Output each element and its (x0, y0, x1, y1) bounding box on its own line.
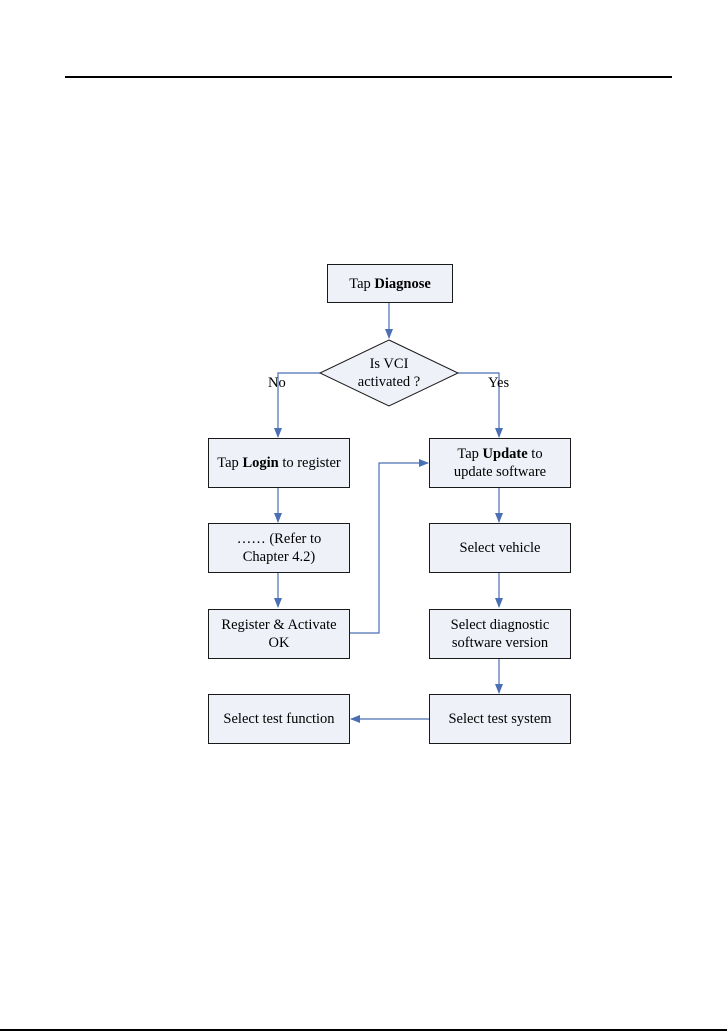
refer-box: …… (Refer to Chapter 4.2) (208, 523, 350, 573)
decision-label: Is VCI activated ? (332, 355, 446, 391)
arrow-register-to-update (349, 463, 428, 633)
start-box-tap-diagnose: Tap Diagnose (327, 264, 453, 303)
select-function-box: Select test function (208, 694, 350, 744)
branch-label-no: No (268, 375, 286, 392)
select-system-box: Select test system (429, 694, 571, 744)
register-box: Register & Activate OK (208, 609, 350, 659)
branch-label-yes: Yes (488, 375, 509, 392)
footer-rule (0, 1029, 727, 1031)
update-box: Tap Update to update software (429, 438, 571, 488)
login-box: Tap Login to register (208, 438, 350, 488)
select-vehicle-box: Select vehicle (429, 523, 571, 573)
select-version-box: Select diagnostic software version (429, 609, 571, 659)
